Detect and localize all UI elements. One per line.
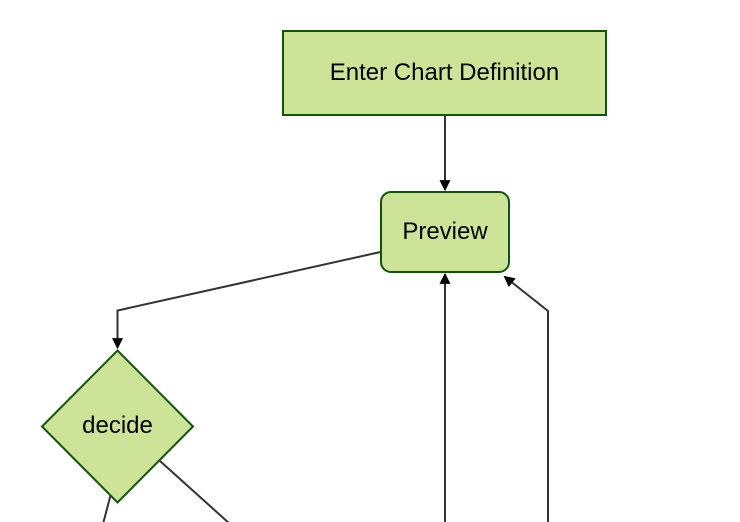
edge-offscreen-bottom-right-to-preview [503, 275, 549, 522]
node-decide-shape [40, 349, 195, 504]
node-enter-chart-definition-shape [282, 30, 607, 116]
edge-preview-to-decide [112, 251, 381, 350]
node-preview-shape [380, 191, 510, 273]
edge-decide-to-offscreen-bottom-right [159, 460, 230, 522]
edge-decide-to-offscreen-bottom-left [102, 495, 112, 522]
